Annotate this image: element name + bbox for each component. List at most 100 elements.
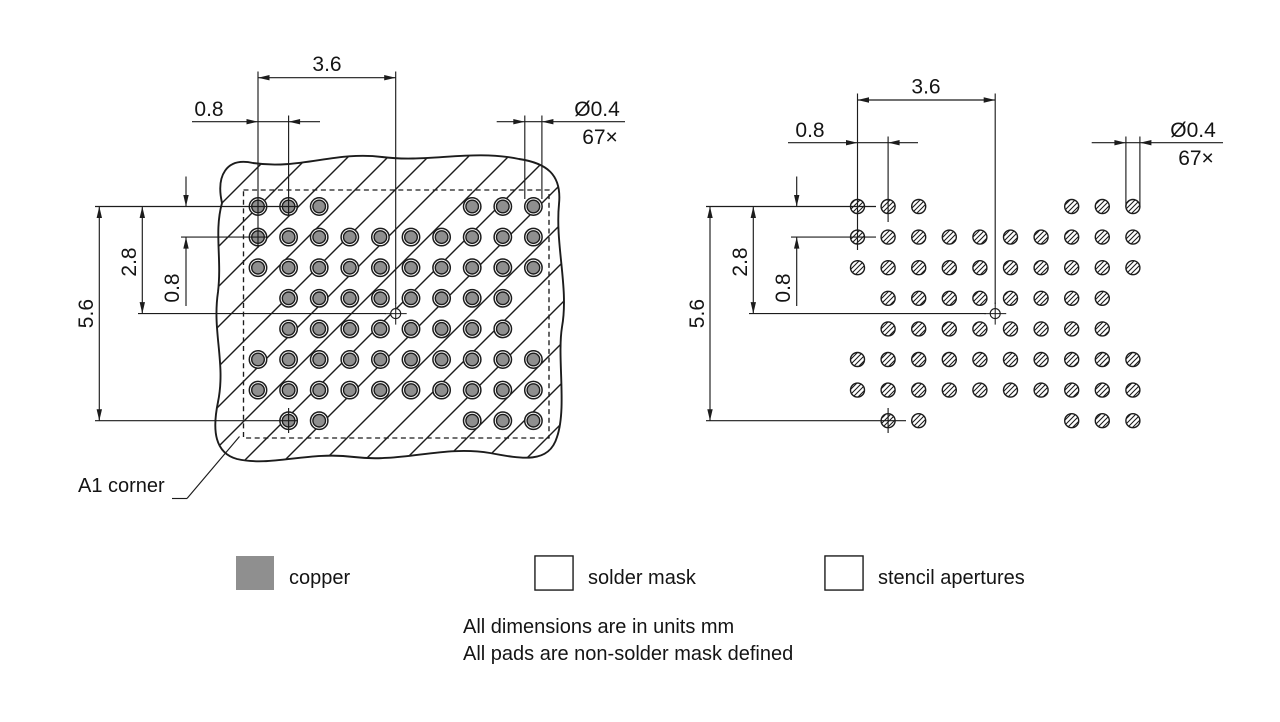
dimension-arrowhead	[707, 409, 713, 421]
solder-mask-swatch-border	[534, 555, 574, 591]
dim-pad-diameter-left: Ø0.4	[574, 98, 620, 121]
copper-pad	[281, 230, 296, 245]
stencil-aperture	[1002, 260, 1019, 276]
legend: copper solder mask stencil apertures	[236, 555, 1025, 591]
dim-span-x-left: 3.6	[312, 53, 341, 76]
dimension-arrowhead	[857, 97, 869, 103]
dimension-arrowhead	[96, 409, 102, 421]
copper-pad	[465, 413, 480, 428]
stencil-aperture	[1033, 382, 1049, 398]
dim-span-y-right: 5.6	[686, 299, 709, 328]
stencil-aperture	[1002, 321, 1019, 337]
copper-pad	[495, 260, 510, 275]
stencil-aperture	[1063, 351, 1080, 368]
stencil-aperture	[972, 321, 988, 337]
copper-pad	[281, 383, 296, 398]
copper-pad	[526, 260, 541, 275]
stencil-aperture	[880, 260, 896, 276]
solder-mask-hatch-line	[284, 155, 564, 462]
stencil-aperture	[941, 290, 957, 306]
dimension-arrowhead	[288, 119, 301, 125]
stencil-aperture	[1094, 260, 1111, 276]
land-pattern-view: 3.6 0.8 Ø0.4 67× 5.6 2.8 0.8 A1 corner	[75, 53, 625, 500]
stencil-aperture	[911, 382, 927, 398]
copper-pad	[495, 321, 510, 336]
stencil-view: 3.6 0.8 Ø0.4 67× 5.6 2.8 0.8	[686, 76, 1223, 433]
copper-pad	[281, 260, 296, 275]
stencil-aperture	[1094, 290, 1111, 306]
legend-stencil-apertures-label: stencil apertures	[878, 567, 1025, 589]
center-mark-right	[984, 302, 1007, 325]
solder-mask-hatch-line	[404, 155, 564, 462]
stencil-aperture	[1033, 290, 1049, 306]
legend-solder-mask-label: solder mask	[588, 567, 697, 589]
copper-pad	[495, 199, 510, 214]
stencil-aperture	[1094, 413, 1111, 429]
stencil-aperture	[911, 198, 927, 215]
copper-pad	[526, 383, 541, 398]
copper-pad	[465, 260, 480, 275]
stencil-aperture	[1125, 351, 1141, 368]
stencil-aperture	[941, 229, 957, 245]
stencil-aperture	[911, 260, 927, 276]
solder-mask-hatch-line	[215, 155, 306, 462]
copper-pad	[434, 230, 449, 245]
board-outline	[214, 154, 565, 463]
dimension-arrowhead	[888, 140, 900, 146]
stencil-aperture	[1063, 260, 1080, 276]
stencil-aperture	[941, 260, 957, 276]
stencil-aperture	[911, 413, 927, 429]
copper-pad	[526, 230, 541, 245]
stencil-aperture	[1094, 229, 1111, 245]
copper-pad	[495, 383, 510, 398]
dimension-arrowhead	[1114, 140, 1126, 146]
stencil-aperture	[972, 229, 988, 245]
stencil-aperture	[1063, 229, 1080, 245]
stencil-aperture	[1063, 413, 1080, 429]
dimension-arrowheads	[96, 75, 1152, 421]
stencil-aperture	[880, 382, 896, 398]
copper-pad	[281, 352, 296, 367]
stencil-aperture	[911, 290, 927, 306]
copper-pad	[434, 321, 449, 336]
copper-pad	[434, 291, 449, 306]
copper-pad	[281, 291, 296, 306]
stencil-aperture	[1094, 351, 1111, 368]
dim-pitch-x-left: 0.8	[194, 98, 223, 121]
stencil-aperture	[880, 290, 896, 306]
copper-pad	[465, 321, 480, 336]
copper-pad	[250, 352, 265, 367]
stencil-aperture	[1002, 290, 1019, 306]
copper-pad	[495, 230, 510, 245]
dimension-arrowhead	[246, 119, 258, 125]
copper-pad	[312, 291, 327, 306]
copper-pad	[526, 199, 541, 214]
legend-copper-label: copper	[289, 567, 350, 589]
dim-span-y-left: 5.6	[75, 299, 98, 328]
stencil-aperture	[1094, 382, 1111, 398]
copper-pad	[342, 260, 357, 275]
dim-pitch-y-right: 0.8	[772, 273, 795, 302]
stencil-aperture	[1033, 351, 1049, 368]
copper-pad	[404, 260, 419, 275]
dim-half-span-y-right: 2.8	[729, 247, 752, 276]
copper-pad	[312, 260, 327, 275]
copper-pad	[404, 321, 419, 336]
stencil-aperture	[1002, 229, 1019, 245]
dim-pad-count-right: 67×	[1178, 147, 1214, 170]
dimension-arrowhead	[96, 206, 102, 218]
solder-mask-hatch-line	[215, 155, 546, 462]
copper-pad	[342, 383, 357, 398]
copper-pad	[342, 352, 357, 367]
dim-pitch-y-left: 0.8	[161, 273, 184, 302]
stencil-aperture	[1002, 351, 1019, 368]
stencil-aperture	[941, 382, 957, 398]
apertures-layer	[849, 198, 1141, 429]
copper-pad	[342, 291, 357, 306]
pads-layer	[248, 197, 543, 431]
dimension-arrowhead	[1139, 140, 1152, 146]
dim-pitch-x-right: 0.8	[795, 119, 824, 142]
copper-pad	[404, 352, 419, 367]
